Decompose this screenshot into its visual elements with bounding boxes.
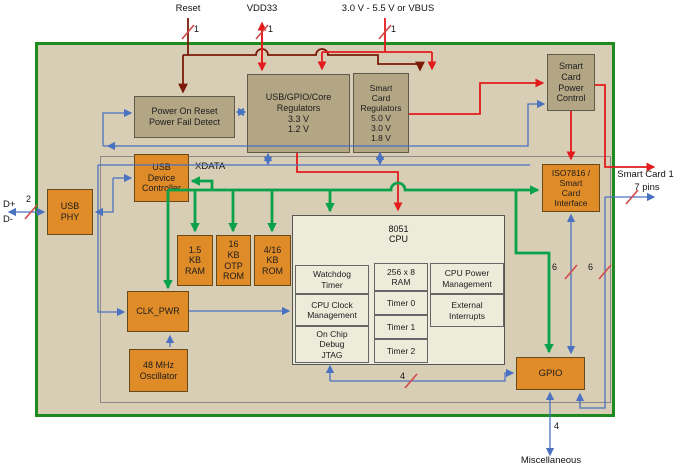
bus-width-reset: 1 bbox=[194, 24, 200, 34]
block-timer-0: Timer 0 bbox=[374, 291, 428, 315]
block-gpio: GPIO bbox=[516, 357, 585, 390]
bus-width-gpio-alt: 6 bbox=[588, 262, 594, 272]
block-usb-gpio-core-regulators: USB/GPIO/Core Regulators 3.3 V 1.2 V bbox=[247, 74, 350, 153]
block-timer-1: Timer 1 bbox=[374, 315, 428, 339]
block-on-chip-debug-jtag: On Chip Debug JTAG bbox=[295, 326, 369, 363]
pin-label-d-plus: D+ bbox=[3, 199, 16, 210]
pin-label-vbus: 3.0 V - 5.5 V or VBUS bbox=[341, 3, 435, 14]
bus-width-misc: 4 bbox=[554, 421, 560, 431]
block-1-5kb-ram: 1.5 KB RAM bbox=[177, 235, 213, 286]
block-256x8-ram: 256 x 8 RAM bbox=[374, 263, 428, 291]
block-usb-phy: USB PHY bbox=[47, 189, 93, 235]
block-cpu-clock-management: CPU Clock Management bbox=[295, 294, 369, 326]
bus-width-usb: 2 bbox=[26, 194, 32, 204]
pin-label-miscellaneous: Miscellaneous bbox=[520, 455, 582, 466]
pin-label-smart-card-1: Smart Card 1 bbox=[617, 169, 674, 180]
block-iso7816-interface: ISO7816 / Smart Card Interface bbox=[542, 164, 600, 212]
block-usb-device-controller: USB Device Controller bbox=[134, 154, 189, 202]
pin-label-vdd33: VDD33 bbox=[246, 3, 278, 14]
bus-width-iso-gpio: 6 bbox=[552, 262, 558, 272]
block-cpu-power-management: CPU Power Management bbox=[430, 263, 504, 294]
block-smart-card-power-control: Smart Card Power Control bbox=[547, 54, 595, 111]
xdata-label: XDATA bbox=[195, 161, 226, 172]
block-smart-card-regulators: Smart Card Regulators 5.0 V 3.0 V 1.8 V bbox=[353, 73, 409, 153]
block-timer-2: Timer 2 bbox=[374, 339, 428, 363]
block-4-16kb-rom: 4/16 KB ROM bbox=[254, 235, 291, 286]
bus-width-debug-gpio: 4 bbox=[400, 371, 406, 381]
block-watchdog-timer: Watchdog Timer bbox=[295, 265, 369, 294]
bus-width-vbus: 1 bbox=[391, 24, 397, 34]
pin-label-reset: Reset bbox=[175, 3, 201, 14]
pin-label-7-pins: 7 pins bbox=[634, 182, 660, 193]
pin-label-d-minus: D- bbox=[3, 214, 14, 225]
block-48mhz-oscillator: 48 MHz Oscillator bbox=[129, 349, 188, 392]
block-16kb-otp-rom: 16 KB OTP ROM bbox=[216, 235, 251, 286]
cpu-title: 8051 CPU bbox=[388, 224, 409, 244]
block-external-interrupts: External Interrupts bbox=[430, 294, 504, 327]
block-clk-pwr: CLK_PWR bbox=[127, 291, 189, 332]
block-power-on-reset: Power On Reset Power Fail Detect bbox=[134, 96, 235, 138]
bus-width-vdd33: 1 bbox=[268, 24, 274, 34]
